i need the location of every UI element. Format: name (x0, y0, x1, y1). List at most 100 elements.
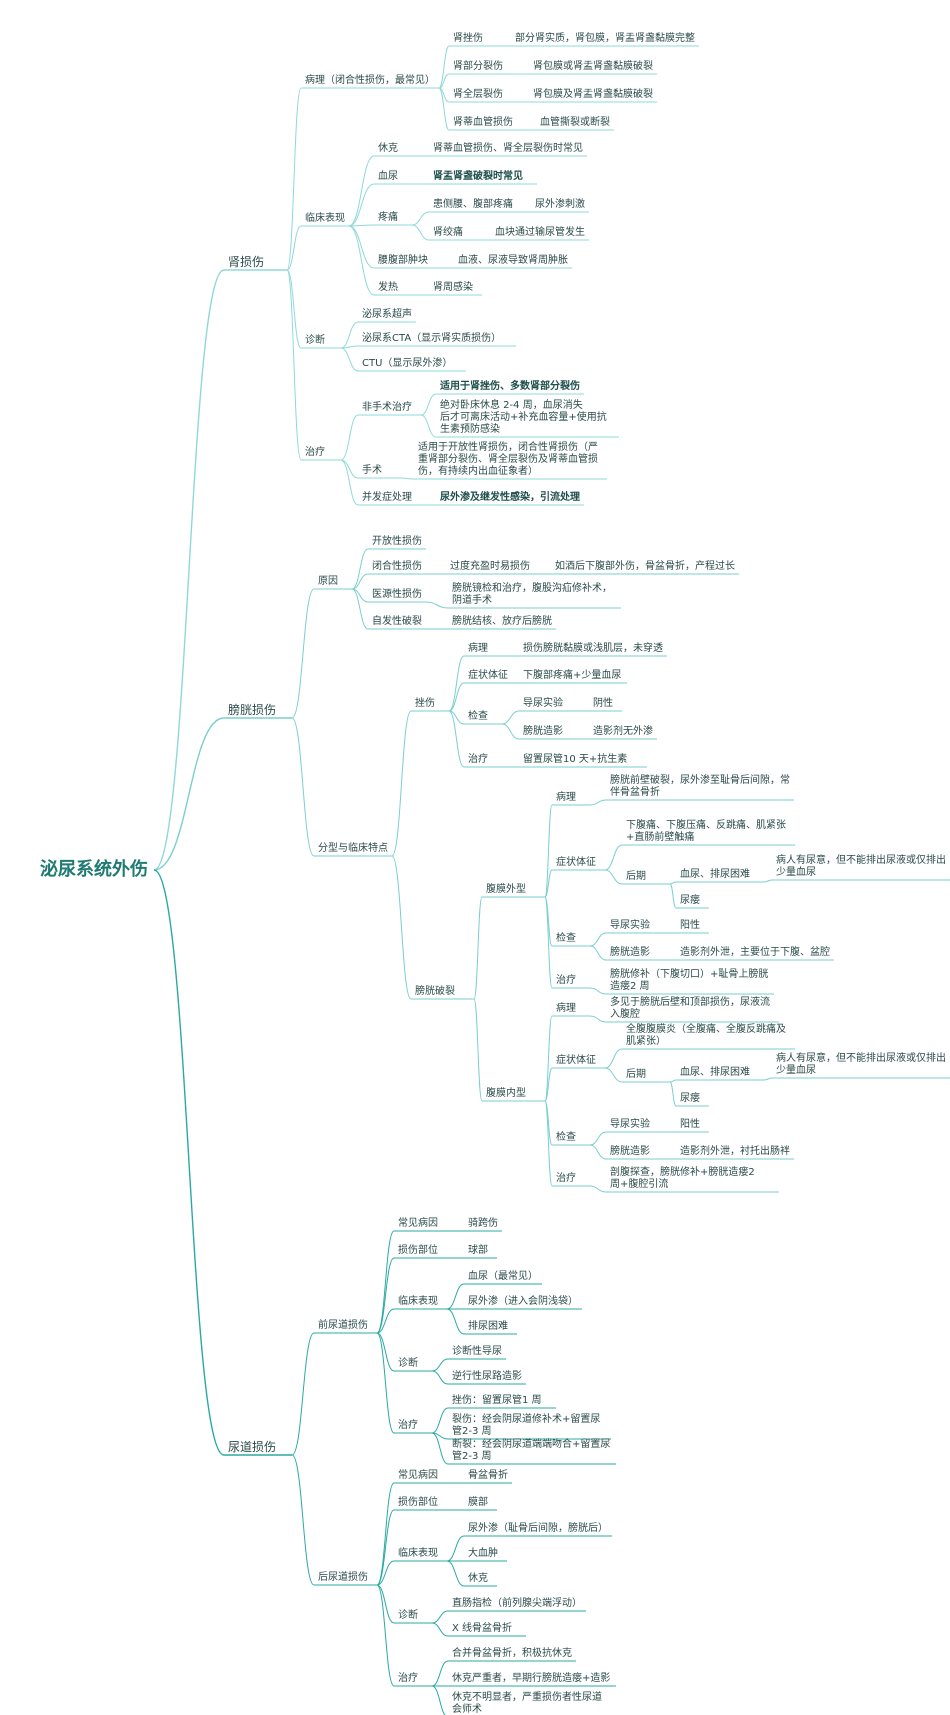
connector-line (448, 655, 465, 712)
topic-label: 尿瘘 (680, 893, 700, 906)
connector-line (431, 1407, 449, 1434)
connector-line (438, 73, 450, 89)
topic-label: 阳性 (680, 1117, 700, 1130)
connector-line (473, 998, 483, 1102)
topic-node: 剖腹探查，膀胱修补+膀胱造瘘2 周+腹腔引流 (606, 1165, 779, 1193)
topic-label: 导尿实验 (523, 696, 563, 709)
topic-label: 肾全层裂伤 (453, 87, 503, 100)
topic-node: 肾蒂血管损伤 (449, 115, 517, 131)
topic-node: 症状体征 (552, 1053, 605, 1069)
connector-line (501, 710, 520, 725)
connector-line (391, 855, 412, 1000)
topic-node: 休克严重者，早期行膀胱造瘘+造影 (448, 1671, 616, 1687)
topic-node: 肾挫伤 (449, 31, 505, 47)
topic-label: 诊断性导尿 (452, 1344, 502, 1357)
connector-line (153, 869, 225, 1456)
topic-label: 发热 (378, 280, 398, 293)
topic-label: 诊断 (398, 1608, 418, 1621)
topic-node: 检查 (464, 709, 502, 725)
topic-label: 适用于肾挫伤、多数肾部分裂伤 (440, 379, 580, 392)
topic-node: 治疗 (301, 445, 341, 461)
connector-line (438, 87, 450, 131)
topic-label: 血尿 (378, 169, 398, 182)
topic-label: 膀胱损伤 (228, 702, 276, 717)
topic-label: 损伤部位 (398, 1495, 438, 1508)
connector-line (286, 87, 302, 271)
topic-label: 病理 (556, 790, 576, 803)
topic-node: 骨盆骨折 (464, 1468, 512, 1484)
mind-map-nodes: 泌尿系统外伤肾损伤病理（闭合性损伤，最常见）肾挫伤部分肾实质，肾包膜，肾盂肾盏黏… (40, 31, 950, 1715)
topic-node: 并发症处理 (358, 490, 426, 506)
topic-label: 损伤部位 (398, 1243, 438, 1256)
topic-node: 造影剂外泄，衬托出肠袢 (676, 1144, 794, 1160)
topic-node: 医源性损伤 (368, 587, 426, 603)
topic-label: 肾蒂血管损伤 (453, 115, 513, 128)
topic-node: 骑跨伤 (464, 1216, 502, 1232)
topic-label: 血液、尿液导致肾周肿胀 (458, 253, 568, 266)
connector-line (604, 1048, 623, 1069)
topic-label: 病人有尿意，但不能排出尿液或仅排出少量血尿 (776, 853, 946, 878)
topic-label: 腹膜外型 (486, 882, 526, 895)
topic-node: 血尿、排尿困难 (676, 867, 764, 883)
connector-line (431, 1622, 449, 1637)
topic-label: 临床表现 (398, 1294, 438, 1307)
topic-label: 裂伤：经会阴尿道修补术+留置尿管2-3 周 (452, 1412, 600, 1437)
topic-node: 肾包膜或肾盂肾盏黏膜破裂 (529, 59, 657, 75)
topic-node: 肾周感染 (429, 280, 482, 296)
topic-node: 自发性破裂 (368, 614, 426, 630)
topic-label: 治疗 (468, 752, 488, 765)
topic-node: 治疗 (552, 973, 590, 989)
topic-node: 手术 (358, 463, 401, 479)
topic-label: 症状体征 (468, 668, 508, 681)
connector-line (348, 155, 375, 227)
topic-label: 球部 (468, 1243, 488, 1256)
connector-line (411, 211, 430, 226)
topic-node: 膀胱结核、放疗后膀胱 (448, 614, 556, 630)
topic-label: 手术 (362, 463, 382, 476)
connector-line (340, 321, 359, 349)
connector-line (501, 723, 520, 740)
topic-label: 膀胱造影 (610, 945, 650, 958)
topic-label: 膀胱前壁破裂，尿外渗至耻骨后间隙，常伴骨盆骨折 (610, 773, 790, 798)
topic-label: 临床表现 (398, 1546, 438, 1559)
topic-node: 肾盂肾盏破裂时常见 (429, 169, 537, 185)
topic-node: 常见病因 (394, 1216, 447, 1232)
topic-label: 症状体征 (556, 855, 596, 868)
topic-node: 损伤膀胱黏膜或浅肌层，未穿透 (519, 641, 667, 657)
topic-label: 直肠指检（前列腺尖端浮动） (452, 1596, 582, 1609)
topic-node: 病人有尿意，但不能排出尿液或仅排出少量血尿 (772, 1051, 950, 1079)
topic-label: 尿外渗（进入会阴浅袋） (468, 1294, 578, 1307)
connector-line (589, 987, 607, 995)
topic-label: 如酒后下腹部外伤，骨盆骨折，产程过长 (555, 559, 735, 572)
connector-line (348, 183, 375, 227)
connector-line (544, 1067, 553, 1102)
topic-node: 肾部分裂伤 (449, 59, 517, 75)
main-topic: 肾损伤 (224, 255, 287, 271)
topic-node: 裂伤：经会阴尿道修补术+留置尿管2-3 周 (448, 1412, 611, 1440)
topic-node: 血尿、排尿困难 (676, 1065, 764, 1081)
topic-node: 病理 (552, 1001, 590, 1017)
topic-label: 造影剂外泄，主要位于下腹、盆腔 (680, 945, 830, 958)
topic-node: 膜部 (464, 1495, 497, 1511)
connector-line (351, 548, 369, 590)
topic-node: 肾全层裂伤 (449, 87, 517, 103)
topic-node: 分型与临床特点 (314, 841, 392, 857)
topic-node: 腹膜外型 (482, 882, 545, 898)
topic-label: 肾挫伤 (453, 31, 483, 44)
connector-line (411, 224, 430, 241)
topic-label: 合并骨盆骨折，积极抗休克 (452, 1646, 572, 1659)
connector-line (446, 1308, 465, 1335)
topic-label: 骑跨伤 (468, 1216, 498, 1229)
topic-node: 导尿实验 (606, 1117, 659, 1133)
topic-label: 腹膜内型 (486, 1086, 526, 1099)
topic-node: 血管撕裂或断裂 (536, 115, 614, 131)
topic-label: 病理（闭合性损伤，最常见） (305, 73, 435, 86)
topic-node: 常见病因 (394, 1468, 447, 1484)
connector-line (589, 1185, 607, 1193)
connector-line (669, 1081, 677, 1107)
topic-node: 损伤部位 (394, 1495, 447, 1511)
connector-line (604, 844, 623, 871)
topic-node: 病理 (552, 790, 590, 806)
connector-line (763, 1077, 773, 1081)
topic-node: 球部 (464, 1243, 497, 1259)
